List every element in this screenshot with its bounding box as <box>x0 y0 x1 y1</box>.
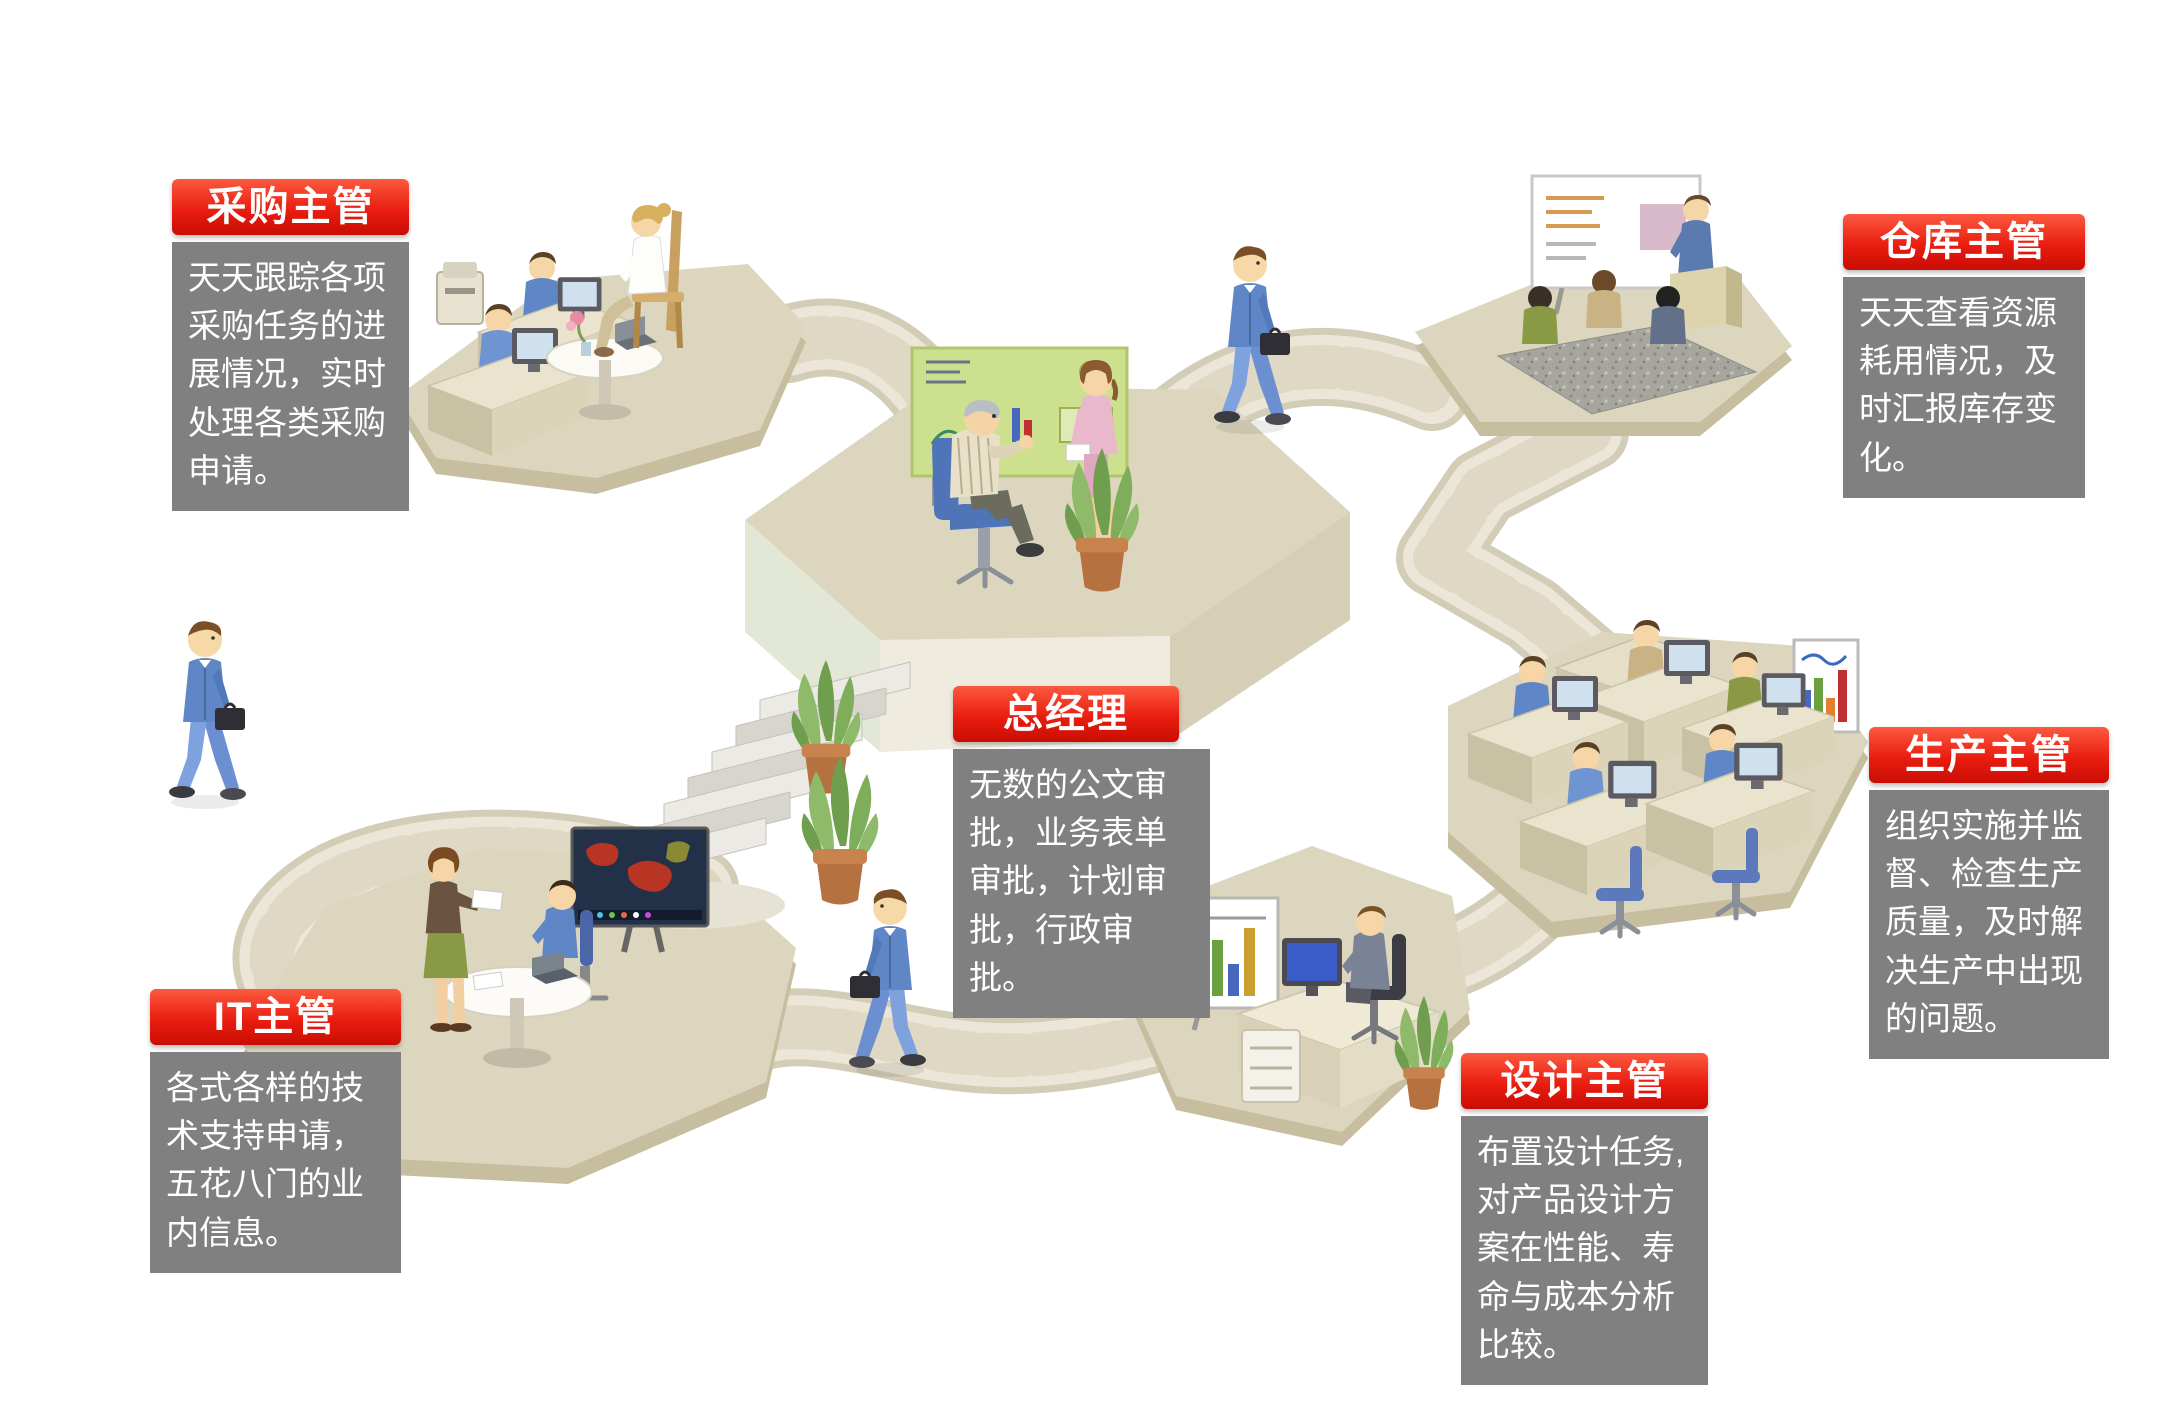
printer <box>436 262 484 325</box>
path-warehouse-to-production <box>1396 393 1629 701</box>
audience-figures <box>1522 270 1686 344</box>
role-desc-general-manager: 无数的公文审批，业务表单审批，计划审批，行政审批。 <box>953 749 1210 1018</box>
potted-plant <box>1394 996 1454 1110</box>
gm-office <box>910 346 1140 592</box>
general-manager-figure <box>932 400 1044 589</box>
role-desc-it: 各式各样的技术支持申请，五花八门的业内信息。 <box>150 1052 401 1273</box>
warehouse-training <box>1496 174 1758 415</box>
potted-plant <box>801 756 879 905</box>
role-design: 设计主管 布置设计任务,对产品设计方案在性能、寿命与成本分析比较。 <box>1461 1053 1708 1385</box>
role-production: 生产主管 组织实施并监督、检查生产质量，及时解决生产中出现的问题。 <box>1869 727 2109 1059</box>
design-manager-figure <box>1342 906 1406 1045</box>
role-label-it: IT主管 <box>150 989 401 1045</box>
production-office <box>1467 620 1860 936</box>
procurement-office <box>427 203 684 457</box>
design-office <box>1184 896 1454 1110</box>
carpet <box>1496 325 1758 415</box>
world-map-screen <box>570 826 710 953</box>
path-design-to-it <box>695 988 1207 1095</box>
drawer-unit <box>1241 1029 1301 1103</box>
role-desc-production: 组织实施并监督、检查生产质量，及时解决生产中出现的问题。 <box>1869 790 2109 1059</box>
role-desc-warehouse: 天天查看资源耗用情况，及时汇报库存变化。 <box>1843 277 2085 498</box>
woman-at-table <box>594 203 684 357</box>
role-desc-procurement: 天天跟踪各项采购任务的进展情况，实时处理各类采购申请。 <box>172 242 409 511</box>
role-it: IT主管 各式各样的技术支持申请，五花八门的业内信息。 <box>150 989 401 1273</box>
role-procurement: 采购主管 天天跟踪各项采购任务的进展情况，实时处理各类采购申请。 <box>172 179 409 511</box>
role-label-general-manager: 总经理 <box>953 686 1179 742</box>
role-general-manager: 总经理 无数的公文审批，业务表单审批，计划审批，行政审批。 <box>953 686 1210 1018</box>
role-label-warehouse: 仓库主管 <box>1843 214 2085 270</box>
role-label-procurement: 采购主管 <box>172 179 409 235</box>
it-office <box>423 826 710 1068</box>
role-label-design: 设计主管 <box>1461 1053 1708 1109</box>
walking-person-left <box>167 619 248 811</box>
design-monitor <box>1282 938 1342 996</box>
presentation-screen <box>1530 174 1702 315</box>
it-visitor-figure <box>423 847 504 1032</box>
role-label-production: 生产主管 <box>1869 727 2109 783</box>
role-desc-design: 布置设计任务,对产品设计方案在性能、寿命与成本分析比较。 <box>1461 1116 1708 1385</box>
role-warehouse: 仓库主管 天天查看资源耗用情况，及时汇报库存变化。 <box>1843 214 2085 498</box>
round-table <box>443 952 593 1068</box>
